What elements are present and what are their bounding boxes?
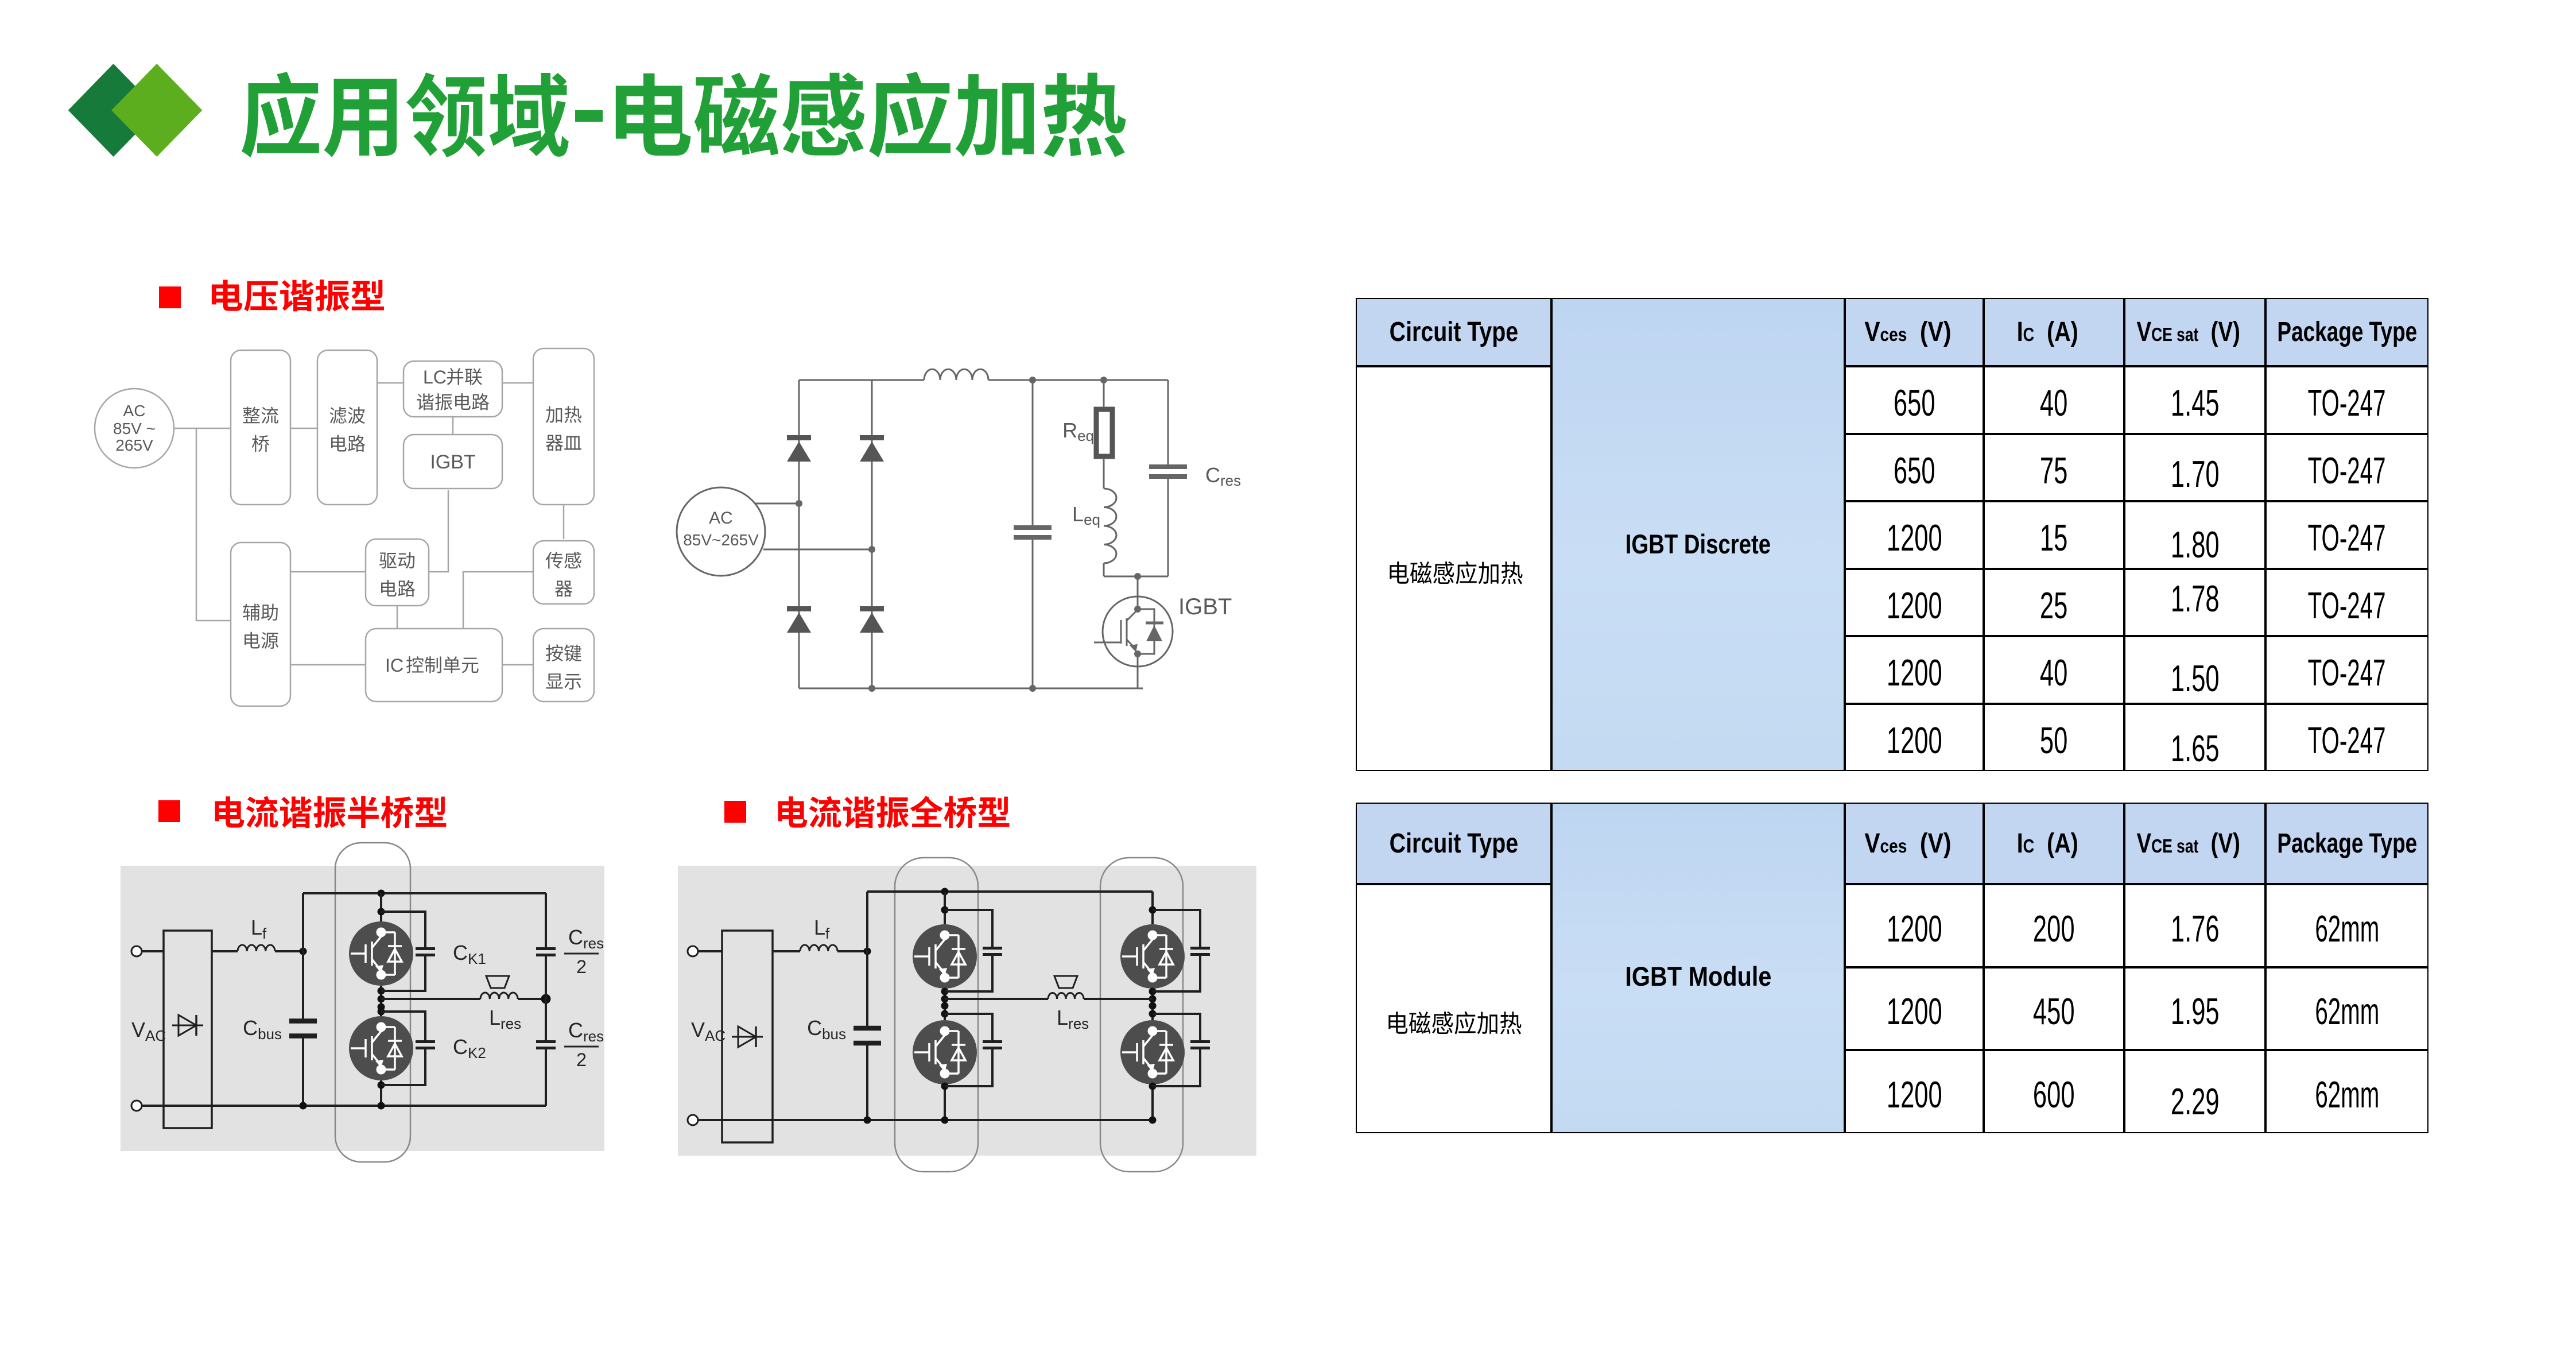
svg-text:Req: Req — [1062, 419, 1094, 444]
svg-text:Cbus: Cbus — [243, 1016, 282, 1043]
svg-text:Lres: Lres — [489, 1006, 521, 1032]
svg-text:IGBT: IGBT — [430, 451, 475, 473]
svg-text:VAC: VAC — [131, 1018, 166, 1044]
svg-text:CK1: CK1 — [453, 941, 486, 967]
svg-text:85V~265V: 85V~265V — [683, 531, 759, 549]
svg-text:2: 2 — [576, 956, 587, 977]
svg-text:Cres: Cres — [568, 925, 604, 952]
svg-text:IGBT: IGBT — [1178, 594, 1232, 619]
svg-text:Lres: Lres — [1057, 1006, 1089, 1032]
svg-text:Cres: Cres — [1205, 463, 1241, 489]
svg-text:LC: LC — [423, 367, 447, 388]
svg-text:265V: 265V — [115, 436, 153, 454]
svg-text:IC: IC — [385, 655, 404, 676]
svg-text:Lf: Lf — [251, 916, 267, 942]
svg-text:2: 2 — [576, 1049, 587, 1070]
svg-text:85V ~: 85V ~ — [113, 420, 156, 437]
svg-text:Lf: Lf — [814, 916, 830, 942]
svg-text:AC: AC — [709, 509, 733, 528]
svg-text:Leq: Leq — [1072, 502, 1100, 528]
svg-text:AC: AC — [123, 402, 146, 420]
svg-text:VAC: VAC — [691, 1018, 726, 1044]
svg-text:Cres: Cres — [568, 1018, 604, 1045]
svg-text:Cbus: Cbus — [807, 1016, 846, 1043]
svg-text:CK2: CK2 — [453, 1035, 486, 1061]
